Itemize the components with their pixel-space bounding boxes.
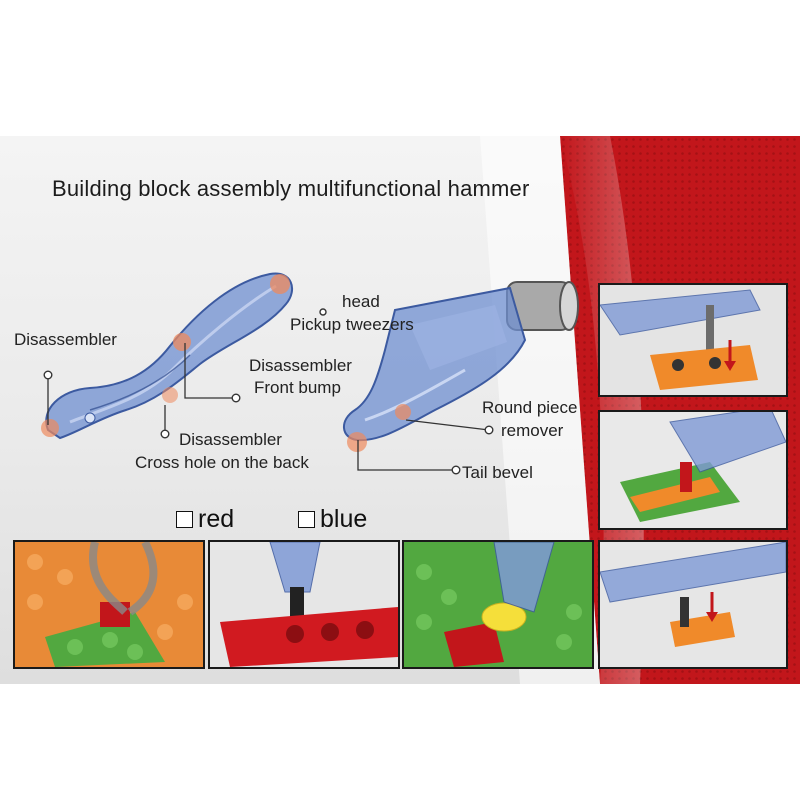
option-blue[interactable]: blue	[298, 505, 367, 534]
tool-illustration-left	[41, 272, 294, 440]
callout-dot	[451, 465, 461, 475]
label-cross-hole: Cross hole on the back	[135, 453, 309, 472]
checkbox-icon[interactable]	[176, 511, 193, 528]
label-front-bump: Front bump	[254, 378, 341, 397]
callout-dot	[160, 429, 170, 439]
label-disassembler-mid: Disassembler	[249, 356, 352, 375]
checkbox-icon[interactable]	[298, 511, 315, 528]
label-tail-bevel: Tail bevel	[462, 463, 533, 482]
page-title: Building block assembly multifunctional …	[52, 176, 530, 201]
demo-photo-2	[598, 410, 788, 530]
tool-illustration-right	[343, 281, 579, 452]
callout-dot	[231, 393, 241, 403]
label-pickup-tweezers: Pickup tweezers	[290, 315, 414, 334]
label-round-piece: Round piece	[482, 398, 578, 417]
label-disassembler-left: Disassembler	[14, 330, 117, 349]
callout-dot	[484, 425, 494, 435]
demo-photo-1	[598, 283, 788, 397]
demo-photo-6	[402, 540, 594, 669]
label-head: head	[342, 292, 380, 311]
label-disassembler-bottom: Disassembler	[179, 430, 282, 449]
callout-dot	[319, 308, 327, 316]
demo-photo-4	[13, 540, 205, 669]
demo-photo-3	[598, 540, 788, 669]
demo-photo-5	[208, 540, 400, 669]
label-remover: remover	[501, 421, 564, 440]
option-red-label: red	[198, 505, 235, 533]
option-red[interactable]: red	[176, 505, 234, 534]
callout-dot	[43, 370, 53, 380]
option-blue-label: blue	[320, 505, 368, 533]
